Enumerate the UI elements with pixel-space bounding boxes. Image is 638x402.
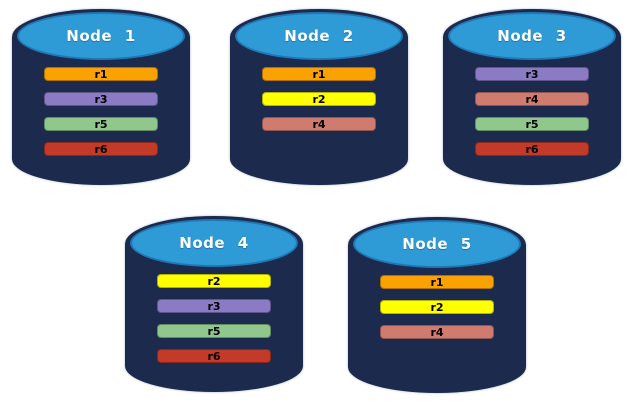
replica-bar: r6	[44, 142, 158, 156]
node-title: Node 4	[179, 234, 249, 252]
node-title: Node 2	[284, 27, 354, 45]
replica-bar: r1	[44, 67, 158, 81]
replica-list: r1 r3 r5 r6	[12, 67, 190, 156]
node-cylinder-1: Node 1 r1 r3 r5 r6	[12, 9, 190, 185]
replica-bar: r5	[475, 117, 589, 131]
replica-bar: r6	[475, 142, 589, 156]
replica-bar: r3	[44, 92, 158, 106]
node-title: Node 1	[66, 27, 136, 45]
replica-bar: r2	[380, 300, 494, 314]
cylinder-top	[130, 219, 298, 267]
replica-bar: r3	[475, 67, 589, 81]
replica-bar: r1	[380, 275, 494, 289]
replica-list: r1 r2 r4	[348, 275, 526, 339]
node-cylinder-2: Node 2 r1 r2 r4	[230, 9, 408, 185]
replica-bar: r5	[157, 324, 271, 338]
replica-bar: r1	[262, 67, 376, 81]
replica-list: r2 r3 r5 r6	[125, 274, 303, 363]
replica-list: r3 r4 r5 r6	[443, 67, 621, 156]
replica-bar: r5	[44, 117, 158, 131]
node-cylinder-4: Node 4 r2 r3 r5 r6	[125, 216, 303, 392]
replica-bar: r2	[262, 92, 376, 106]
replica-bar: r4	[380, 325, 494, 339]
node-title: Node 5	[402, 235, 472, 253]
replica-list: r1 r2 r4	[230, 67, 408, 131]
cylinder-top	[235, 12, 403, 60]
node-cylinder-3: Node 3 r3 r4 r5 r6	[443, 9, 621, 185]
replica-bar: r2	[157, 274, 271, 288]
replica-bar: r4	[475, 92, 589, 106]
node-title: Node 3	[497, 27, 567, 45]
node-cylinder-5: Node 5 r1 r2 r4	[348, 217, 526, 393]
cylinder-top	[353, 220, 521, 268]
replica-bar: r4	[262, 117, 376, 131]
replica-bar: r6	[157, 349, 271, 363]
cylinder-top	[448, 12, 616, 60]
replica-bar: r3	[157, 299, 271, 313]
cylinder-top	[17, 12, 185, 60]
